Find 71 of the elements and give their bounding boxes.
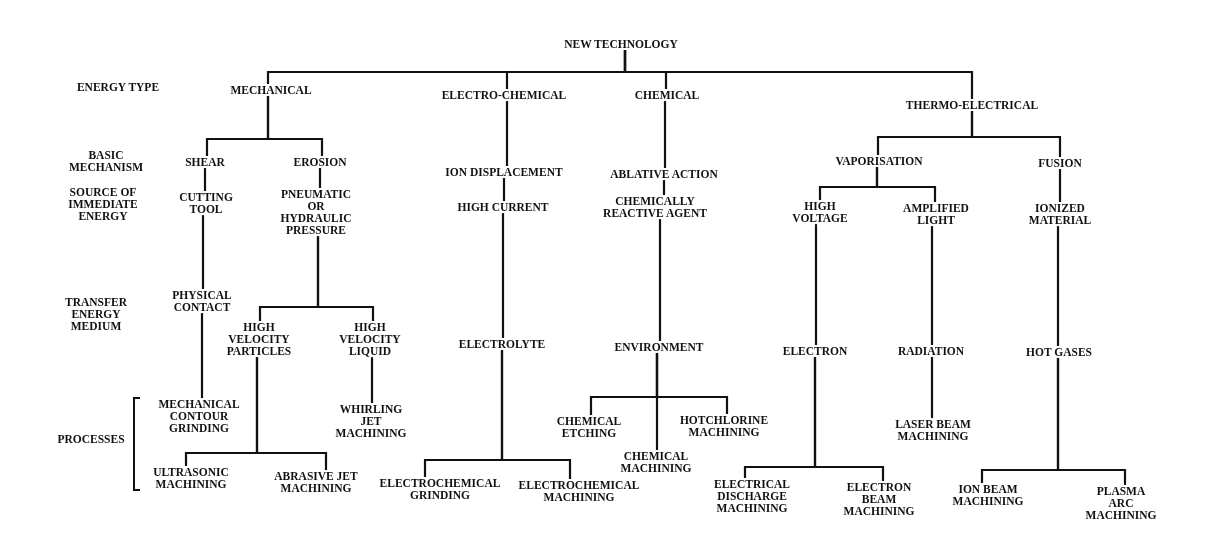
connector-line [505, 101, 509, 166]
node-label: AMPLIFIED LIGHT [896, 202, 976, 227]
node-label: ULTRASONIC MACHINING [147, 466, 235, 491]
node-label: ENVIRONMENT [604, 341, 714, 354]
node-label: CHEMICAL MACHINING [616, 450, 696, 475]
node-label: ION DISPLACEMENT [429, 166, 579, 179]
connector-line [1058, 169, 1062, 202]
connector-line [316, 236, 375, 321]
node-label: RADIATION [888, 345, 974, 358]
node-label: PLASMA ARC MACHINING [1084, 485, 1158, 522]
connector-line [970, 111, 1062, 157]
connector-line [1056, 226, 1060, 346]
node-label: FUSION [1025, 157, 1095, 170]
node-label: HOT GASES [1014, 346, 1104, 359]
connector-line [201, 215, 205, 289]
node-label: WHIRLING JET MACHINING [331, 403, 411, 440]
node-label: PHYSICAL CONTACT [164, 289, 240, 314]
node-label: ELECTRO-CHEMICAL [431, 89, 577, 102]
connector-line [501, 213, 505, 338]
node-label: EROSION [280, 156, 360, 169]
row-label: PROCESSES [56, 433, 126, 446]
connector-line [500, 350, 572, 479]
connector-line [662, 180, 666, 195]
connector-line [255, 357, 328, 470]
node-label: ABLATIVE ACTION [594, 168, 734, 181]
connector-line [663, 101, 667, 168]
node-label: CUTTING TOOL [168, 191, 244, 216]
node-label: CHEMICAL [622, 89, 712, 102]
node-label: ELECTROCHEMICAL GRINDING [375, 477, 505, 502]
row-label: TRANSFER ENERGY MEDIUM [64, 296, 128, 333]
connector-line [875, 167, 937, 202]
connector-line [370, 357, 374, 403]
node-label: HIGH VELOCITY LIQUID [334, 321, 406, 358]
row-label: ENERGY TYPE [75, 81, 161, 94]
connector-line [655, 353, 659, 450]
node-label: LASER BEAM MACHINING [890, 418, 976, 443]
connector-line [814, 224, 818, 345]
node-label: MECHANICAL [216, 84, 326, 97]
node-label: ELECTRICAL DISCHARGE MACHINING [709, 478, 795, 515]
connector-line [266, 96, 324, 156]
node-label: PNEUMATIC OR HYDRAULIC PRESSURE [272, 188, 360, 237]
node-label: THERMO-ELECTRICAL [892, 99, 1052, 112]
connector-line [1056, 358, 1127, 485]
node-label: ELECTRON [775, 345, 855, 358]
row-label: BASIC MECHANISM [67, 149, 145, 174]
connector-line [623, 50, 974, 99]
node-label: HIGH VELOCITY PARTICLES [220, 321, 298, 358]
node-label: ELECTRON BEAM MACHINING [836, 481, 922, 518]
connector-line [203, 168, 207, 191]
node-label: CHEMICAL ETCHING [551, 415, 627, 440]
node-label: ABRASIVE JET MACHINING [270, 470, 362, 495]
node-label: HOTCHLORINE MACHINING [674, 414, 774, 439]
node-label: HIGH VOLTAGE [786, 200, 854, 225]
node-label: MECHANICAL CONTOUR GRINDING [153, 398, 245, 435]
node-label: VAPORISATION [821, 155, 937, 168]
node-label: HIGH CURRENT [443, 201, 563, 214]
connector-line [318, 168, 322, 188]
node-label: IONIZED MATERIAL [1020, 202, 1100, 227]
connector-line [930, 226, 934, 345]
connector-line [200, 313, 204, 398]
node-label: ELECTROCHEMICAL MACHINING [514, 479, 644, 504]
connector-line [930, 357, 934, 418]
node-label: ELECTROLYTE [452, 338, 552, 351]
node-label: NEW TECHNOLOGY [546, 38, 696, 51]
row-label: SOURCE OF IMMEDIATE ENERGY [67, 186, 139, 223]
connector-line [502, 178, 506, 201]
node-label: ION BEAM MACHINING [945, 483, 1031, 508]
connector-line [658, 219, 662, 341]
node-label: CHEMICALLY REACTIVE AGENT [592, 195, 718, 220]
connector-line [813, 357, 885, 481]
node-label: SHEAR [175, 156, 235, 169]
